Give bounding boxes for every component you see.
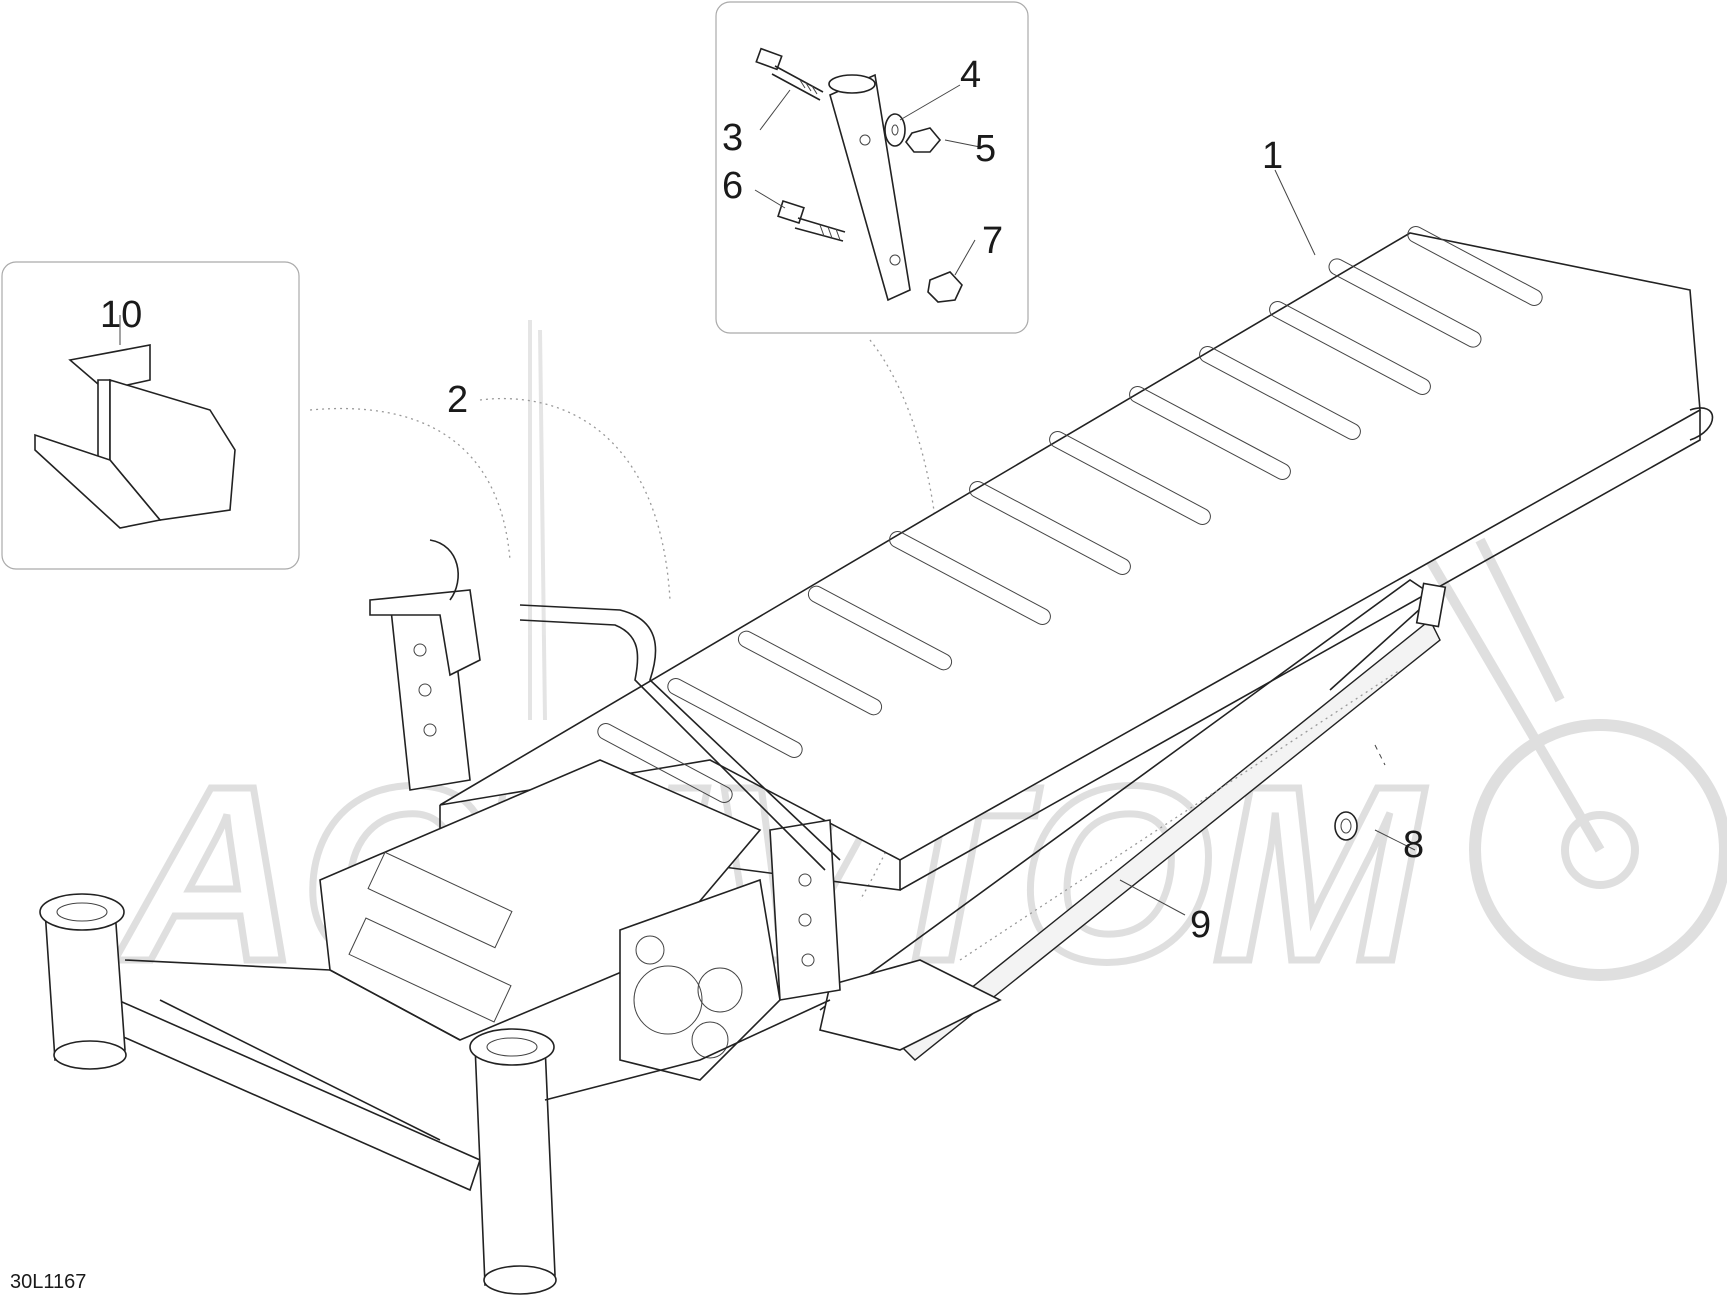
leader-8 [1374,829,1416,851]
leader-9 [1119,879,1186,916]
callout-2: 2 [447,379,468,421]
callout-9: 9 [1190,904,1211,946]
inset-box-bracket [1,261,300,570]
frame-assembly [39,226,1714,1295]
callout-3: 3 [722,117,743,159]
spindle-mount-left [39,893,127,1070]
grommet-8 [1334,744,1386,841]
side-rail-9 [898,618,1441,1061]
callout-1: 1 [1262,135,1283,177]
leader-inset-10 [309,407,511,561]
callout-6: 6 [722,165,743,207]
bolt-6 [777,199,846,242]
upright-plate-right [769,819,841,1001]
tunnel-slots [597,226,1543,803]
front-cross-tube [84,988,481,1192]
spindle-mount-right [469,1028,557,1295]
bolt-3 [755,47,824,101]
callout-7: 7 [982,220,1003,262]
steering-support-2 [519,604,841,861]
callout-leaders [1119,169,1416,916]
callout-8: 8 [1403,824,1424,866]
inset-box-fasteners [715,1,1029,334]
callout-4: 4 [960,54,981,96]
leader-1 [1274,169,1316,256]
washer-4 [884,113,906,147]
nut-7 [927,271,963,303]
callout-10: 10 [100,294,142,336]
bracket-10-top [68,344,151,391]
callout-5: 5 [975,128,996,170]
leader-part-2 [479,397,671,601]
nut-5 [905,127,942,153]
drawing-code: 30L1167 [10,1271,86,1293]
